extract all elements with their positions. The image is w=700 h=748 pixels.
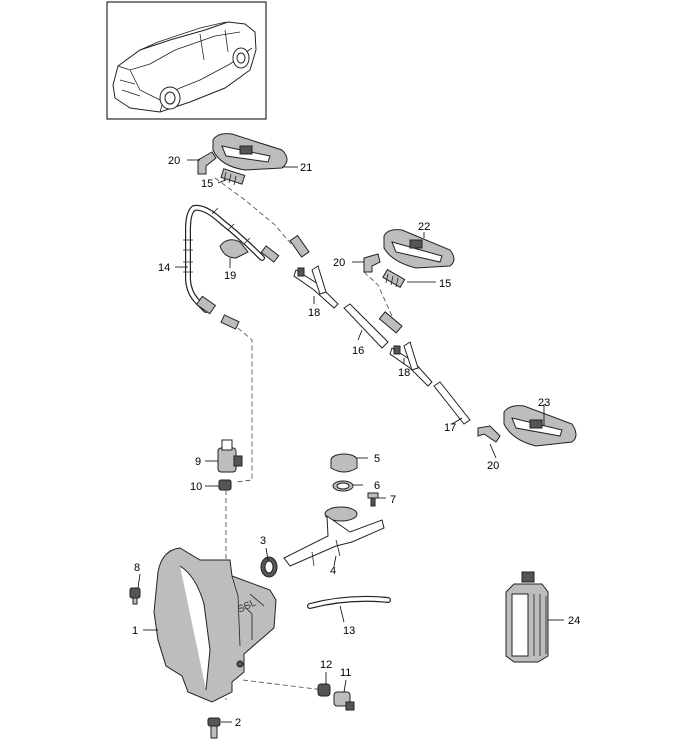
elbow-connector-20c (477, 425, 501, 443)
leader-lines (137, 159, 564, 723)
callout-14: 14 (158, 262, 170, 274)
y-connector-18b (389, 341, 433, 387)
callout-10: 10 (190, 481, 202, 493)
elbow-connector-20b (363, 253, 381, 273)
vehicle-thumbnail (106, 1, 267, 120)
callout-labels: 20 21 15 14 19 18 20 22 15 16 18 17 20 2… (132, 155, 580, 729)
washer-nozzle-22 (383, 229, 455, 269)
callout-22: 22 (418, 221, 430, 233)
hose-13 (307, 595, 391, 609)
level-sensor-11 (333, 691, 355, 711)
washer-fluid-bottle-24 (505, 571, 549, 663)
callout-13: 13 (343, 625, 355, 637)
callout-6: 6 (374, 480, 380, 492)
callout-18b: 18 (398, 367, 410, 379)
seal-3 (260, 556, 278, 578)
callout-20c: 20 (487, 460, 499, 472)
washer-nozzle-23 (503, 405, 577, 447)
hose-piece-15b (382, 268, 406, 289)
seal-6 (332, 480, 354, 492)
callout-24: 24 (568, 615, 580, 627)
hose-piece-upper (289, 234, 310, 258)
grommet-10 (218, 479, 232, 491)
callout-20a: 20 (168, 155, 180, 167)
callout-11: 11 (340, 667, 351, 679)
bolt-8 (129, 587, 141, 605)
callout-9: 9 (195, 456, 201, 468)
callout-2: 2 (235, 717, 241, 729)
cap-19 (219, 239, 249, 259)
washer-reservoir-1: SSL (153, 547, 277, 703)
callout-21: 21 (300, 162, 312, 174)
callout-5: 5 (374, 453, 380, 465)
bolt-2 (207, 717, 221, 739)
callout-23: 23 (538, 397, 550, 409)
callout-16: 16 (352, 345, 364, 357)
callout-18a: 18 (308, 307, 320, 319)
callout-12: 12 (320, 659, 332, 671)
callout-1: 1 (132, 625, 138, 637)
callout-7: 7 (390, 494, 396, 506)
callout-20b: 20 (333, 257, 345, 269)
washer-nozzle-21 (212, 133, 288, 171)
hose-piece-middle (378, 311, 403, 334)
callout-8: 8 (134, 562, 140, 574)
washer-pump-9 (217, 439, 243, 473)
callout-15b: 15 (439, 278, 451, 290)
y-connector-18a (293, 265, 339, 309)
callout-17: 17 (444, 422, 456, 434)
filler-cap-5 (330, 453, 358, 473)
callout-19: 19 (224, 270, 236, 282)
screw-7 (367, 492, 379, 507)
grommet-12 (317, 683, 331, 697)
callout-3: 3 (260, 535, 266, 547)
tube-16 (343, 303, 389, 349)
hose-14 (183, 204, 280, 330)
hose-piece-15a (220, 168, 246, 186)
tube-17 (433, 381, 471, 425)
callout-4: 4 (330, 565, 336, 577)
elbow-connector-20a (197, 151, 217, 175)
filler-neck-4 (283, 506, 385, 567)
callout-15a: 15 (201, 178, 213, 190)
